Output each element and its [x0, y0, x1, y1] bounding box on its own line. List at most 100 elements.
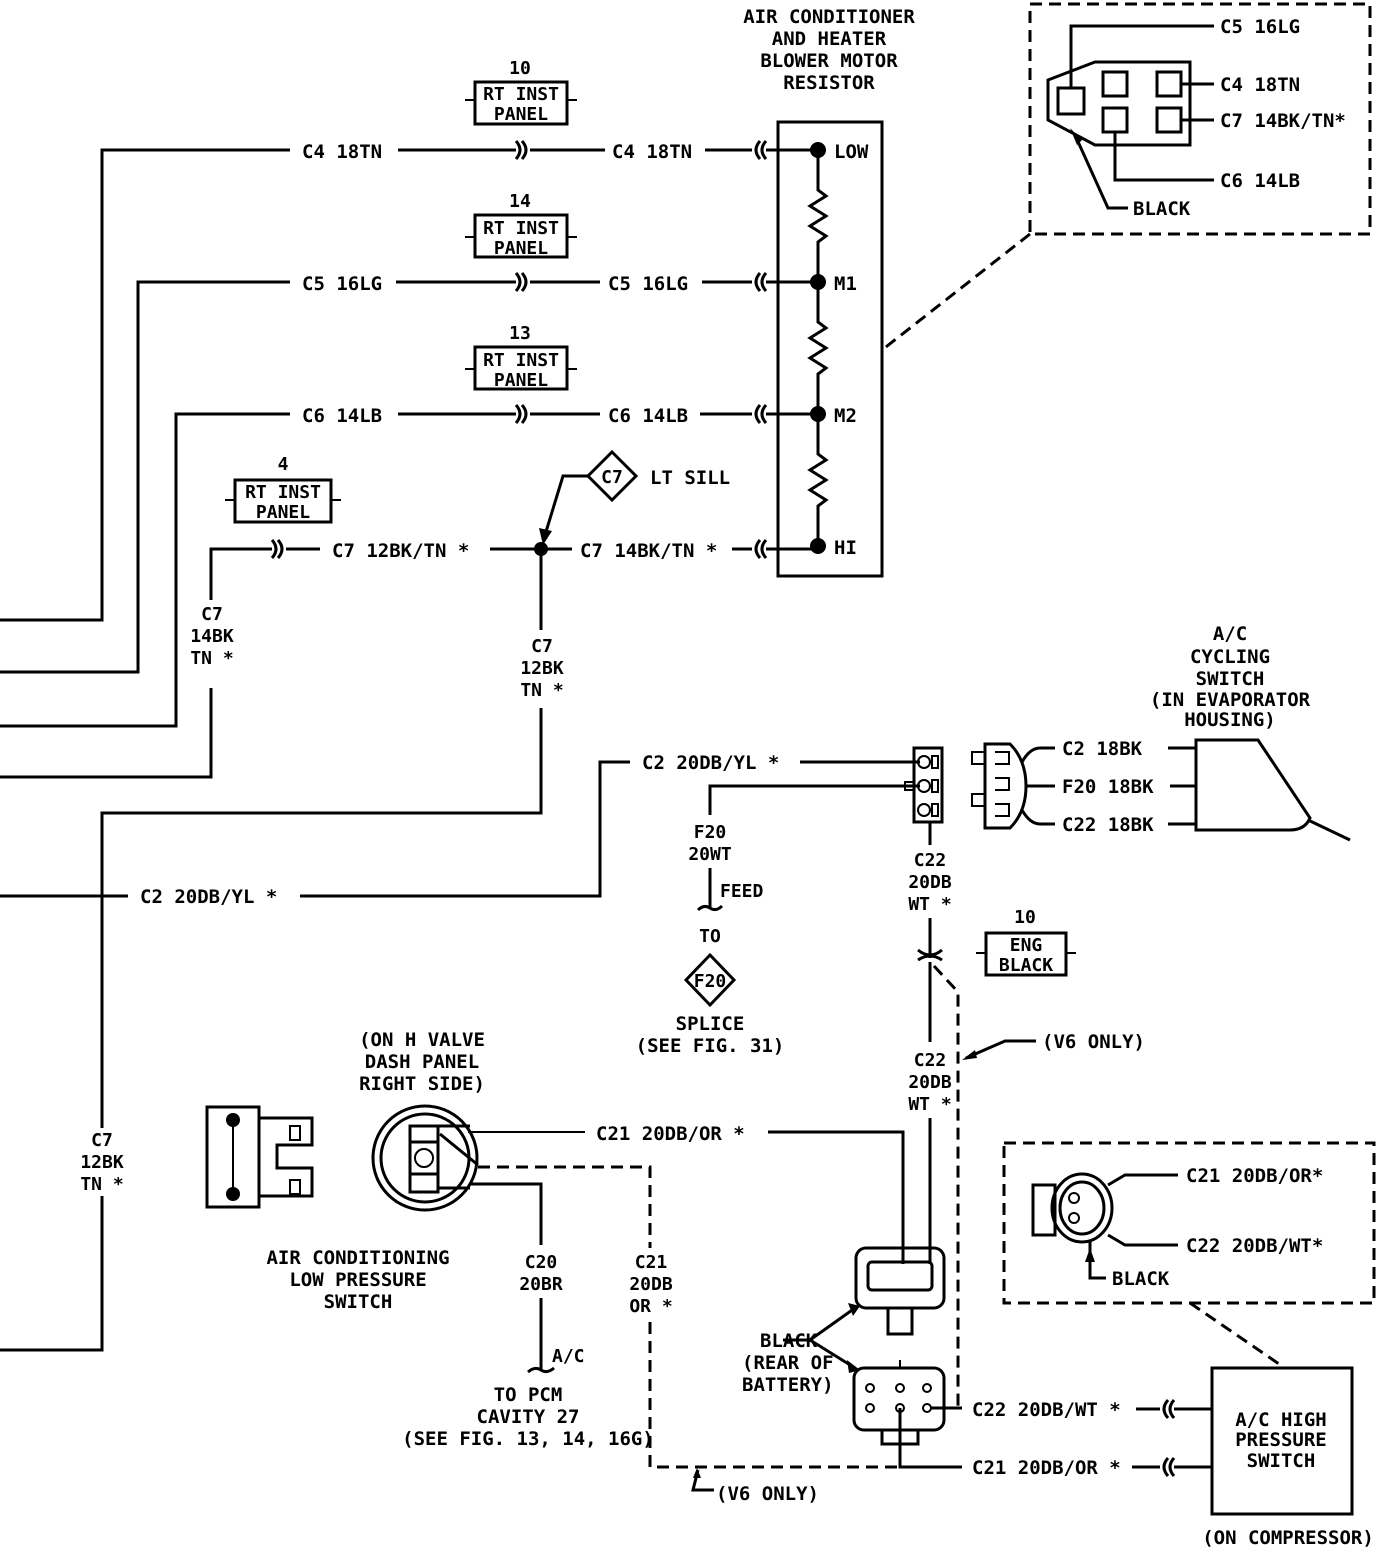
connector-number: 14 [509, 191, 531, 212]
wire-c21-bottom: C21 20DB/OR * [972, 1457, 1212, 1479]
wire-label-c7-vert-a-1: C7 [201, 604, 223, 625]
pcm-note-2: CAVITY 27 [477, 1406, 580, 1428]
hps-body [1210, 1366, 1354, 1516]
lps-end-view-outer [371, 1104, 479, 1212]
inline-connector-eng-black: 10 ENG BLACK [976, 907, 1076, 977]
cavity-c6 [1101, 106, 1129, 134]
inset-label-c7: C7 14BK/TN* [1220, 110, 1346, 132]
cycling-switch-title-4: (IN EVAPORATOR [1150, 689, 1311, 711]
wire-label-c5-right: C5 16LG [608, 273, 688, 295]
cycling-pin-label-c22: C22 18BK [1062, 814, 1154, 836]
resistor-title-line-3: BLOWER MOTOR [760, 50, 898, 72]
inline-connector-13: 13 RT INST PANEL [465, 323, 577, 391]
inline-connector-4: 4 RT INST PANEL [225, 454, 341, 524]
inset-label-black: BLACK [1133, 198, 1191, 220]
connector-name-line-2: PANEL [256, 502, 310, 523]
wire-label-c4-right: C4 18TN [612, 141, 692, 163]
cavity-c4 [1155, 70, 1183, 98]
hps-location: (ON COMPRESSOR) [1202, 1527, 1374, 1549]
wire-label-c22-b-2: 20DB [908, 1072, 952, 1093]
wire-label-c7-vert-c-2: 12BK [80, 1152, 124, 1173]
wire-c7: C7 14BK TN * C7 12BK/TN * C7 14BK/TN * C… [0, 539, 818, 1352]
resistor-connector-inset: C5 16LG C4 18TN C7 14BK/TN* C6 14LB BLAC… [881, 2, 1372, 352]
resistor-title-line-4: RESISTOR [783, 72, 875, 94]
wire-label-c22-b-1: C22 [914, 1050, 947, 1071]
connector-name-line-1: RT INST [245, 482, 321, 503]
pcm-note-1: TO PCM [494, 1384, 563, 1406]
resistor-title-line-1: AIR CONDITIONER [743, 6, 915, 28]
wire-label-c22-a-3: WT * [908, 894, 951, 915]
v6-only-label-1: (V6 ONLY) [1042, 1031, 1145, 1053]
wire-label-c7-vert-b-2: 12BK [520, 658, 564, 679]
feed-label: FEED [720, 881, 764, 902]
blower-motor-resistor: LOW M1 M2 HI [776, 120, 884, 578]
wire-c4: C4 18TN C4 18TN [0, 140, 818, 622]
v6-only-label-2: (V6 ONLY) [716, 1483, 819, 1505]
hps-inset-frame [1002, 1141, 1376, 1305]
connector-box [473, 80, 569, 126]
high-pressure-connector-inset: C21 20DB/OR* C22 20DB/WT* BLACK [1002, 1141, 1376, 1368]
connector-name-line-2: BLACK [999, 955, 1053, 976]
connector-number: 10 [509, 58, 531, 79]
wire-c5: C5 16LG C5 16LG [0, 272, 818, 674]
hps-inset-label-black: BLACK [1112, 1268, 1170, 1290]
battery-note-2: (REAR OF [742, 1352, 834, 1374]
resistor-title-line-2: AND HEATER [772, 28, 887, 50]
inset-label-c6: C6 14LB [1220, 170, 1300, 192]
wire-label-c7-right: C7 14BK/TN * [580, 540, 717, 562]
lps-name-1: AIR CONDITIONING [266, 1247, 449, 1269]
lps-location-1: (ON H VALVE [359, 1029, 485, 1051]
terminal-dot-hi [810, 538, 826, 554]
terminal-label-m2: M2 [834, 405, 857, 427]
splice-f20-diamond [683, 952, 737, 1008]
wire-label-c22-bottom: C22 20DB/WT * [972, 1399, 1121, 1421]
splice-f20-id: F20 [694, 971, 727, 992]
wire-label-c5-left: C5 16LG [302, 273, 382, 295]
wire-c2: C2 20DB/YL * C2 20DB/YL * [0, 752, 920, 908]
wire-label-c7-vert-b-1: C7 [531, 636, 553, 657]
cavity-c7 [1155, 106, 1183, 134]
connector-name-line-2: PANEL [494, 104, 548, 125]
battery-connectors: BLACK (REAR OF BATTERY) [742, 1246, 962, 1469]
splice-id: C7 [601, 467, 623, 488]
splice-f20-caption-2: (SEE FIG. 31) [636, 1035, 785, 1057]
lps-location-2: DASH PANEL [365, 1051, 479, 1073]
cycling-switch-probe [1307, 818, 1351, 842]
lps-side-body [205, 1105, 261, 1209]
connector-number: 4 [278, 454, 289, 475]
cycling-switch-title-5: HOUSING) [1184, 709, 1276, 731]
cavity-c5 [1056, 86, 1086, 116]
lps-name-2: LOW PRESSURE [289, 1269, 426, 1291]
inset-label-c5: C5 16LG [1220, 16, 1300, 38]
ac-high-pressure-switch: A/C HIGH PRESSURE SWITCH (ON COMPRESSOR) [1202, 1366, 1374, 1549]
wire-label-c21-bottom: C21 20DB/OR * [972, 1457, 1121, 1479]
inset-label-c4: C4 18TN [1220, 74, 1300, 96]
connector-name-line-1: RT INST [483, 84, 559, 105]
inline-connector-14: 14 RT INST PANEL [465, 191, 577, 259]
wire-f20: F20 20WT FEED TO F20 SPLICE (SEE FIG. 31… [636, 784, 920, 1057]
cycling-switch-title-2: CYCLING [1190, 646, 1270, 668]
pcm-note-3: (SEE FIG. 13, 14, 16G) [402, 1428, 654, 1450]
splice-f20-caption-1: SPLICE [676, 1013, 745, 1035]
wire-label-c22-b-3: WT * [908, 1094, 951, 1115]
wire-label-c6-left: C6 14LB [302, 405, 382, 427]
wire-label-f20-2: 20WT [688, 844, 732, 865]
v6-only-note-1: (V6 ONLY) [962, 1031, 1145, 1060]
resistor-coil [807, 150, 829, 546]
cycling-switch-title-1: A/C [1213, 623, 1247, 645]
wire-label-c20-1: C20 [525, 1252, 558, 1273]
splice-diamond [585, 449, 639, 503]
wire-label-c7-vert-a-3: TN * [190, 648, 233, 669]
ac-label: A/C [552, 1346, 585, 1367]
wire-label-f20-1: F20 [694, 822, 727, 843]
hps-name-1: A/C HIGH [1235, 1409, 1327, 1431]
inline-connector-10: 10 RT INST PANEL [465, 58, 577, 126]
cycling-switch-body [1194, 738, 1312, 832]
wire-label-c22-a-2: 20DB [908, 872, 952, 893]
connector-name-line-1: RT INST [483, 350, 559, 371]
connector-name-line-2: PANEL [494, 238, 548, 259]
ac-cycling-switch: A/C CYCLING SWITCH (IN EVAPORATOR HOUSIN… [1150, 623, 1351, 842]
low-pressure-switch: (ON H VALVE DASH PANEL RIGHT SIDE) AIR C… [205, 1029, 485, 1313]
terminal-label-m1: M1 [834, 273, 857, 295]
